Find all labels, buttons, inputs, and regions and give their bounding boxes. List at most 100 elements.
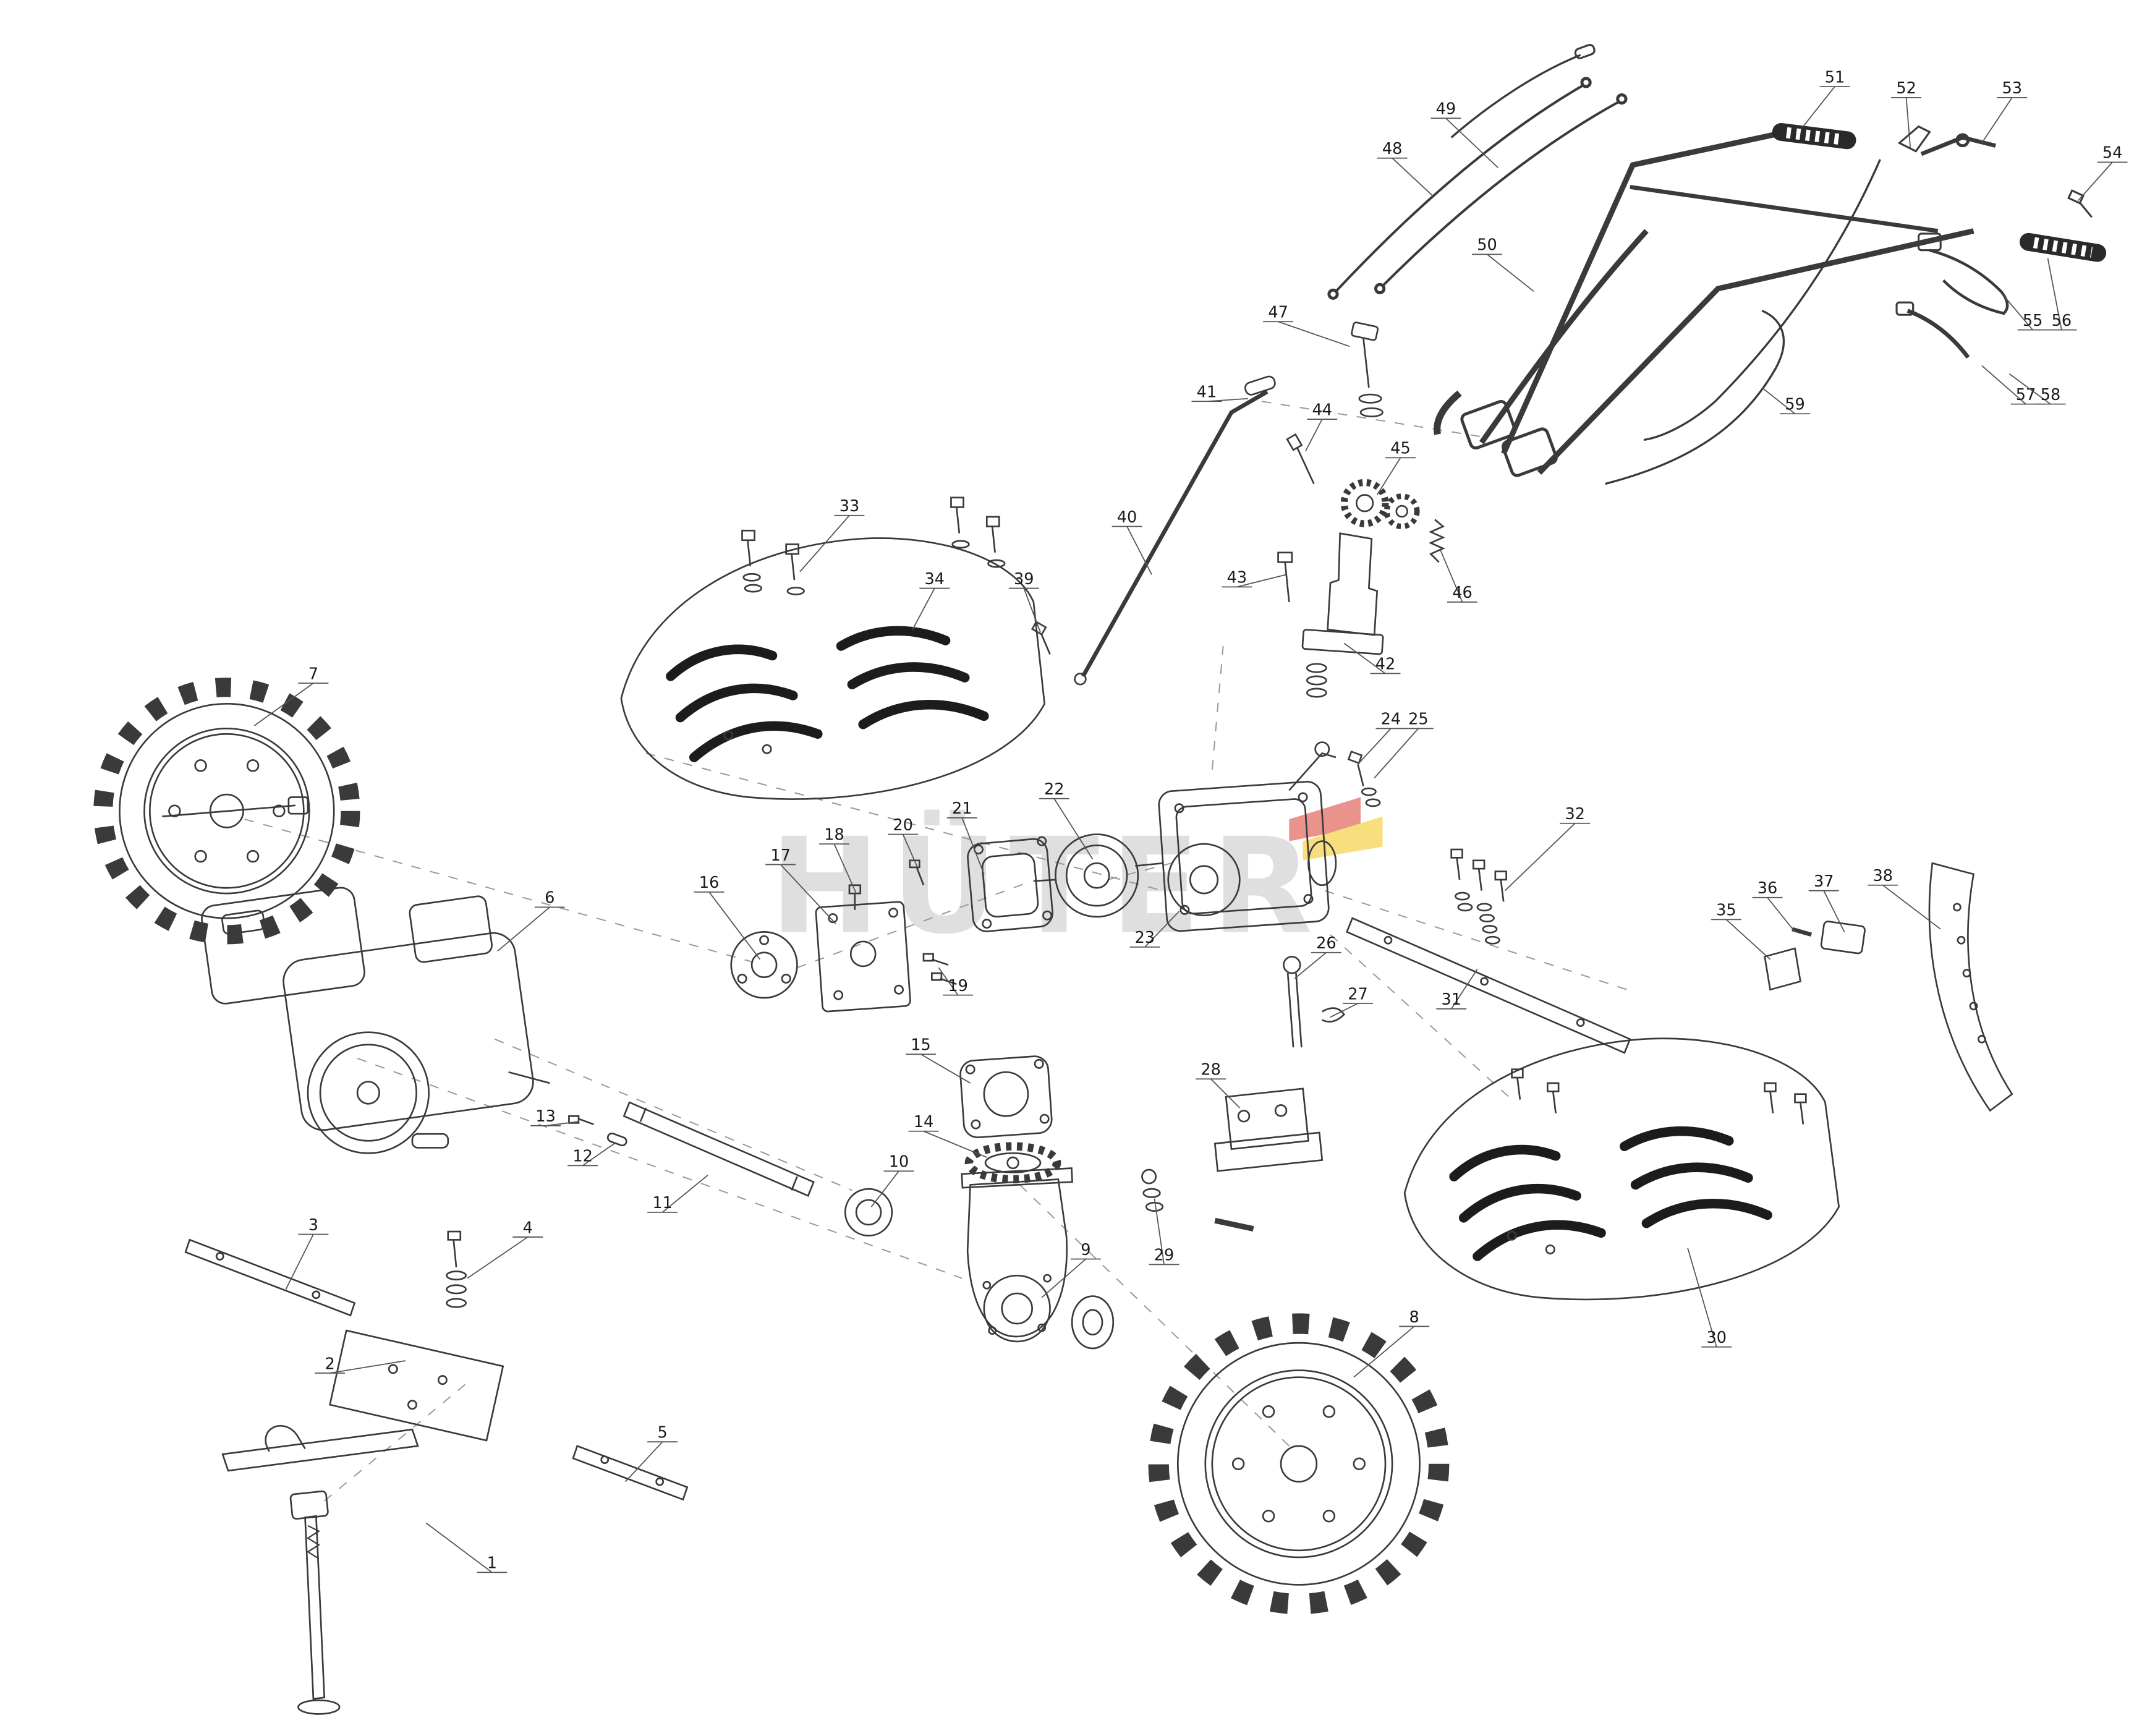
leader-line-48 <box>1392 158 1433 196</box>
part-label-48: 48 <box>1382 140 1403 158</box>
leader-line-18 <box>833 843 857 894</box>
part-label-55: 55 <box>2023 312 2043 330</box>
upper-guard-plate <box>620 537 1046 800</box>
gasket-21 <box>967 836 1053 932</box>
part-label-53: 53 <box>2002 79 2023 98</box>
bolt-39 <box>1031 621 1051 655</box>
leader-line-52 <box>1905 97 1911 149</box>
leader-line-10 <box>870 1170 899 1207</box>
leader-line-51 <box>1803 86 1835 127</box>
part-label-10: 10 <box>889 1153 909 1172</box>
right-wheel <box>1148 1313 1450 1615</box>
part-label-4: 4 <box>523 1219 533 1237</box>
part-label-44: 44 <box>1312 401 1332 419</box>
part-label-59: 59 <box>1785 396 1805 414</box>
bolt-stack-4 <box>446 1230 467 1308</box>
leader-line-47 <box>1278 321 1350 347</box>
leader-line-7 <box>253 683 314 726</box>
pin-12 <box>606 1133 627 1147</box>
leader-line-19 <box>938 967 959 996</box>
leader-line-50 <box>1486 253 1534 292</box>
part-label-50: 50 <box>1477 236 1497 255</box>
bolts-24-25 <box>1347 751 1381 807</box>
leader-line-59 <box>1761 387 1796 414</box>
leader-line-49 <box>1445 117 1498 168</box>
part-label-58: 58 <box>2041 386 2061 404</box>
part-label-37: 37 <box>1814 872 1834 891</box>
part-label-21: 21 <box>952 799 972 818</box>
leader-line-22 <box>1053 798 1094 860</box>
leader-line-12 <box>582 1143 615 1167</box>
part-label-20: 20 <box>893 816 913 835</box>
gasket-15 <box>959 1055 1053 1139</box>
part-label-7: 7 <box>308 665 318 683</box>
leader-line-1 <box>425 1522 493 1573</box>
hex-shaft-11 <box>623 1101 815 1198</box>
bolt-44 <box>1286 433 1315 485</box>
part-label-16: 16 <box>699 874 720 892</box>
part-label-52: 52 <box>1896 79 1916 98</box>
part-label-2: 2 <box>325 1355 334 1373</box>
transmission-housing <box>1135 741 1337 932</box>
shift-rod-40-41 <box>1074 375 1276 686</box>
leader-line-55 <box>2002 294 2033 331</box>
leader-line-28 <box>1210 1078 1240 1108</box>
leader-line-26 <box>1294 952 1327 979</box>
part-label-12: 12 <box>572 1147 593 1166</box>
bolt-group-32 <box>1450 848 1507 945</box>
bolts-33 <box>741 529 805 595</box>
leader-line-57 <box>1981 365 2026 405</box>
bolt-18 <box>848 884 862 910</box>
bolts-fender-top <box>950 496 1006 568</box>
leader-line-46 <box>1440 549 1463 603</box>
leader-line-13 <box>545 1121 579 1126</box>
leader-line-54 <box>2077 161 2113 202</box>
part-label-47: 47 <box>1268 304 1288 322</box>
part-label-35: 35 <box>1716 901 1736 920</box>
hitch-bracket-28 <box>1214 1087 1324 1172</box>
part-label-25: 25 <box>1408 710 1429 729</box>
part-label-32: 32 <box>1565 805 1586 823</box>
part-label-9: 9 <box>1081 1241 1090 1259</box>
part-label-19: 19 <box>948 977 968 995</box>
leader-line-43 <box>1236 574 1287 588</box>
part-label-27: 27 <box>1348 985 1368 1003</box>
part-label-56: 56 <box>2052 312 2072 330</box>
rail-31 <box>1346 917 1631 1054</box>
part-label-39: 39 <box>1014 570 1034 589</box>
leader-line-6 <box>497 906 550 952</box>
cotter-pin-27 <box>1322 1007 1346 1023</box>
part-label-36: 36 <box>1758 879 1778 898</box>
leader-line-29 <box>1154 1198 1165 1265</box>
leader-line-30 <box>1687 1248 1717 1348</box>
leader-line-17 <box>780 864 836 924</box>
part-label-14: 14 <box>914 1113 934 1131</box>
part-label-11: 11 <box>652 1194 673 1212</box>
part-label-1: 1 <box>487 1554 497 1573</box>
part-label-54: 54 <box>2102 144 2123 163</box>
support-stand-1 <box>221 1424 419 1715</box>
part-label-15: 15 <box>911 1036 931 1055</box>
part-label-13: 13 <box>535 1107 556 1126</box>
tensioner-47 <box>1351 321 1384 418</box>
mount-plate-2 <box>328 1329 504 1442</box>
fasteners-29 <box>1141 1168 1254 1232</box>
part-label-31: 31 <box>1441 990 1461 1009</box>
tiller-gearbox <box>844 1142 1115 1350</box>
mount-plate-17 <box>815 901 911 1013</box>
leader-line-21 <box>961 817 985 875</box>
part-label-8: 8 <box>1409 1308 1419 1327</box>
part-label-38: 38 <box>1873 867 1894 885</box>
leader-line-27 <box>1330 1003 1358 1018</box>
leader-line-33 <box>799 515 850 572</box>
part-label-45: 45 <box>1390 440 1411 458</box>
leader-line-8 <box>1353 1325 1415 1378</box>
leader-line-23 <box>1144 911 1180 948</box>
artwork <box>93 44 2107 1715</box>
leader-line-4 <box>467 1236 529 1279</box>
leader-line-44 <box>1305 419 1323 451</box>
leader-line-25 <box>1374 728 1419 778</box>
leader-line-3 <box>285 1234 314 1290</box>
